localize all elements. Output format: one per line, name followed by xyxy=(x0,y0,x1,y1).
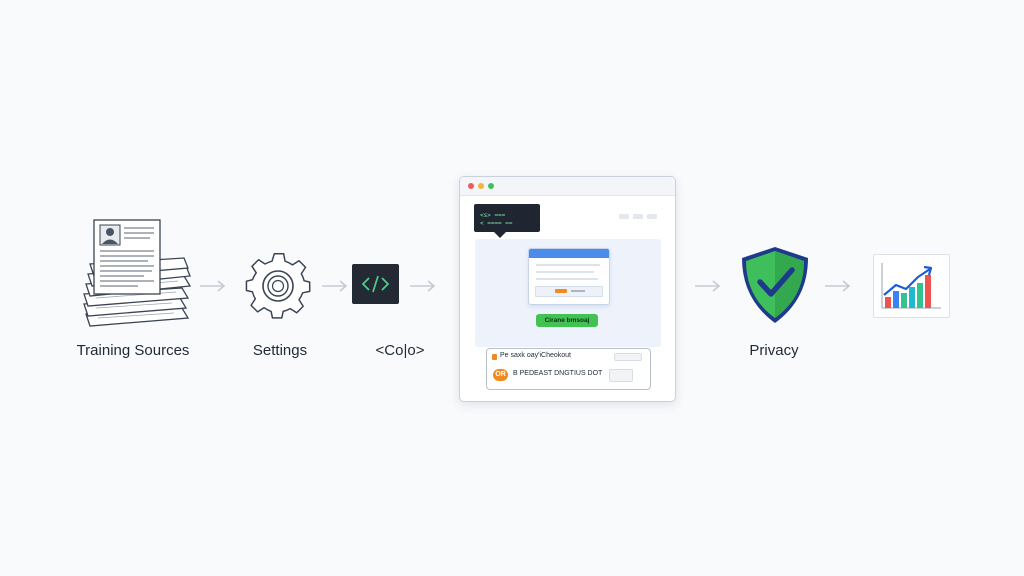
bar-chart-trend-icon xyxy=(881,263,941,309)
training-sources-node xyxy=(78,218,196,334)
chart-bar xyxy=(909,287,915,308)
checkout-chip-bottom[interactable] xyxy=(609,369,633,382)
code-node xyxy=(352,264,399,304)
maximize-dot-icon[interactable] xyxy=(488,183,494,189)
document-stack-icon xyxy=(83,219,192,327)
chart-bar xyxy=(925,275,931,308)
settings-node xyxy=(243,251,313,321)
code-label: <Co|o> xyxy=(375,342,425,359)
arrow-right-icon xyxy=(825,280,851,292)
arrow-right-icon xyxy=(410,280,436,292)
privacy-node xyxy=(738,244,812,326)
browser-window: <s> === < ==== == Cirane bmsoaj Pe saxk … xyxy=(459,176,676,402)
code-tooltip: <s> === < ==== == xyxy=(474,204,540,238)
training-sources-label: Training Sources xyxy=(76,342,190,359)
toolbar-placeholder xyxy=(619,214,661,220)
checkout-logo-icon xyxy=(492,354,497,360)
chart-bar xyxy=(917,283,923,308)
checkout-title: Pe saxk oay'iCheokout xyxy=(500,352,571,359)
tooltip-code-line-2: < ==== == xyxy=(480,220,513,227)
privacy-label: Privacy xyxy=(749,342,799,359)
analytics-node xyxy=(873,254,950,318)
checkout-line: B PEDEAST DNGTIUS DOT xyxy=(513,370,603,377)
modal-header xyxy=(529,249,609,258)
close-dot-icon[interactable] xyxy=(468,183,474,189)
modal-dialog xyxy=(528,248,610,305)
code-brackets-icon xyxy=(361,275,390,293)
browser-titlebar xyxy=(460,177,675,196)
settings-label: Settings xyxy=(252,342,308,359)
modal-action[interactable] xyxy=(555,289,567,293)
tooltip-code-line-1: <s> === xyxy=(480,212,506,219)
green-action-button[interactable]: Cirane bmsoaj xyxy=(536,314,598,327)
arrow-right-icon xyxy=(322,280,348,292)
modal-input[interactable] xyxy=(535,286,603,297)
chart-bar xyxy=(885,297,891,308)
arrow-right-icon xyxy=(200,280,226,292)
trend-line xyxy=(883,268,931,296)
checkout-card: Pe saxk oay'iCheokout OR B PEDEAST DNGTI… xyxy=(486,348,651,390)
chart-bar xyxy=(901,293,907,308)
minimize-dot-icon[interactable] xyxy=(478,183,484,189)
gear-icon xyxy=(245,252,311,319)
checkout-badge: OR xyxy=(493,369,508,381)
arrow-right-icon xyxy=(695,280,721,292)
chart-bar xyxy=(893,291,899,308)
checkout-chip-top[interactable] xyxy=(614,353,642,361)
shield-check-icon xyxy=(742,247,808,323)
